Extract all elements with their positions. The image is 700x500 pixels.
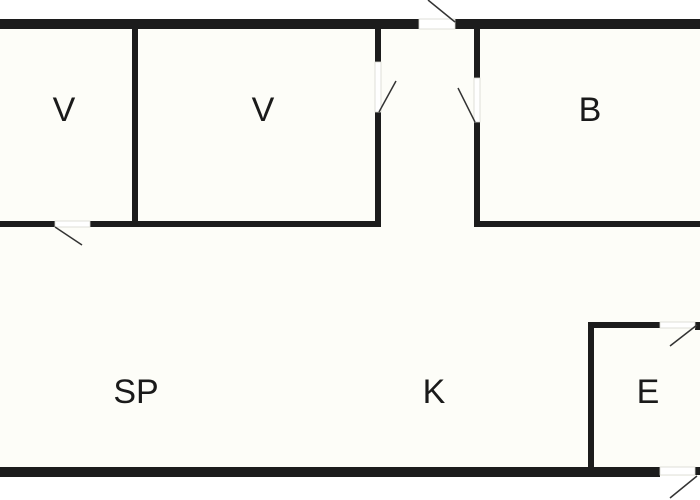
wall-e-left (588, 322, 594, 472)
room-label-v-center: V (251, 91, 275, 129)
room-label-b: B (578, 91, 602, 129)
door-gap-e-bottom (659, 466, 696, 476)
door-swing-v-center (378, 80, 397, 113)
wall-v-center-right-upper (375, 24, 381, 62)
door-swing-v-left (54, 226, 83, 246)
wall-e-top (588, 322, 660, 328)
door-swings (54, 0, 698, 499)
wall-v-bottom-left (0, 221, 55, 227)
wall-e-right-stub-top (695, 322, 700, 330)
wall-top-right (455, 19, 700, 29)
door-swing-e-bottom (669, 475, 698, 499)
wall-b-left-lower (474, 122, 480, 226)
door-openings (54, 18, 696, 476)
wall-b-left-upper (474, 24, 480, 78)
door-gap-e-top (659, 321, 696, 329)
wall-v-bottom-right (90, 221, 381, 227)
room-label-sp: SP (113, 373, 159, 411)
door-swing-entrance (427, 0, 456, 23)
exterior-bottom (0, 476, 700, 500)
wall-top-left (0, 19, 419, 29)
door-gap-entrance (418, 18, 456, 30)
door-gap-v-left (54, 220, 91, 228)
room-label-e: E (636, 373, 660, 411)
wall-v-center-right-lower (375, 112, 381, 226)
door-swing-b (457, 87, 476, 123)
wall-v-divider (132, 24, 138, 226)
door-gap-v-center (374, 61, 382, 113)
door-gap-b (473, 77, 481, 123)
room-label-k: K (422, 373, 446, 411)
exterior-top (0, 0, 700, 20)
wall-b-bottom (474, 221, 700, 227)
wall-bottom-right-stub (695, 467, 700, 475)
room-label-v-left: V (52, 91, 76, 129)
door-swing-e-top (669, 324, 698, 347)
wall-bottom (0, 467, 660, 477)
walls (0, 19, 700, 477)
